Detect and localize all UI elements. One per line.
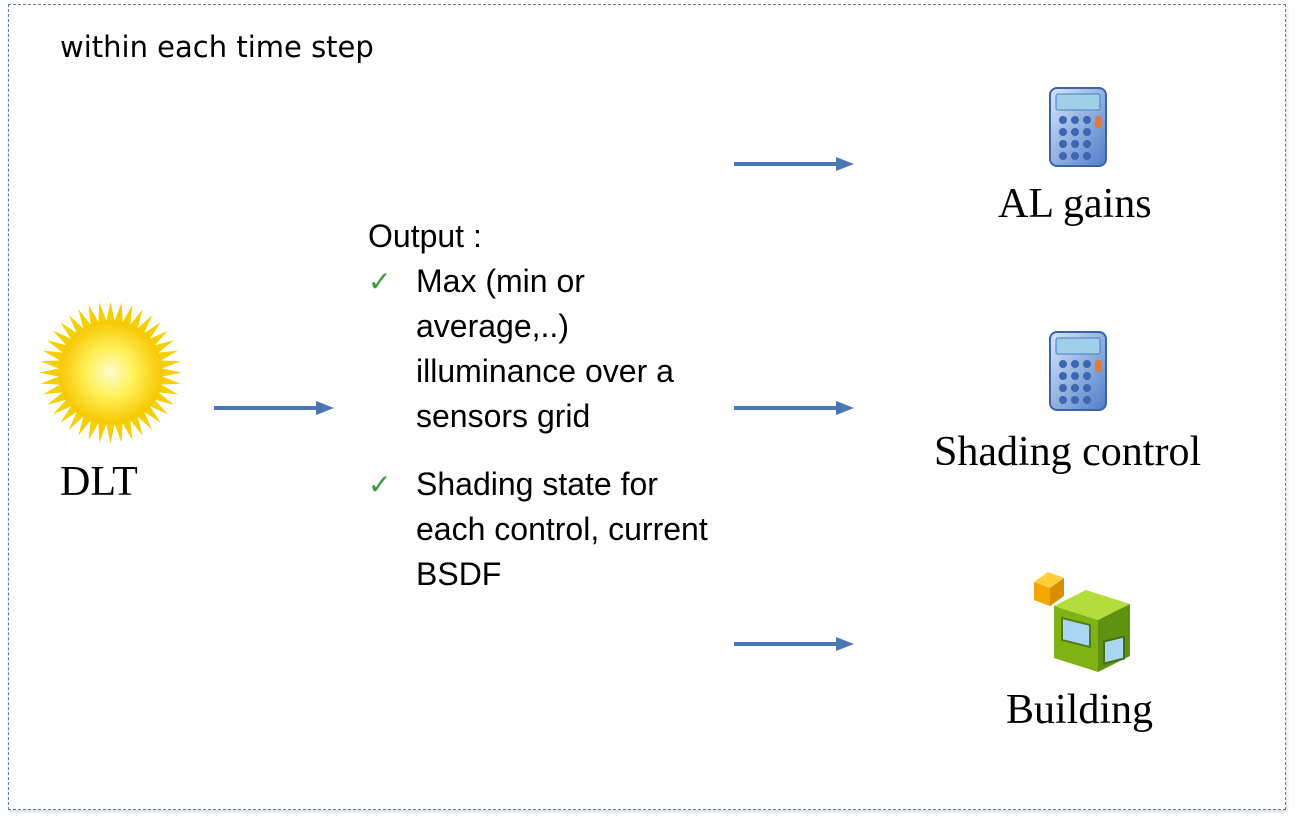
output-item-text: Shading state for each control, current … <box>416 466 708 592</box>
arrow-to-al-gains <box>734 157 854 171</box>
checkmark-icon: ✓ <box>368 266 392 297</box>
output-item-shading-state: ✓ Shading state for each control, curren… <box>368 462 728 597</box>
output-title: Output : <box>368 218 482 254</box>
target-label-al-gains: AL gains <box>998 181 1152 227</box>
arrow-dlt-to-output <box>214 401 334 415</box>
checkmark-icon: ✓ <box>368 469 392 500</box>
target-label-building: Building <box>1006 687 1154 733</box>
calculator-icon <box>1049 331 1107 411</box>
diagram-frame <box>8 4 1286 810</box>
output-item-text: Max (min or average,..) illuminance over… <box>416 263 674 434</box>
arrow-to-shading-control <box>734 401 854 415</box>
diagram-heading: within each time step <box>60 30 374 64</box>
building-icon <box>1034 572 1130 672</box>
calculator-icon <box>1049 87 1107 167</box>
target-label-shading-control: Shading control <box>934 429 1202 475</box>
output-item-illuminance: ✓ Max (min or average,..) illuminance ov… <box>368 259 728 439</box>
sun-icon <box>39 301 182 444</box>
arrow-to-building <box>734 637 854 651</box>
dlt-label: DLT <box>60 459 138 505</box>
output-block: Output : ✓ Max (min or average,..) illum… <box>368 214 728 597</box>
